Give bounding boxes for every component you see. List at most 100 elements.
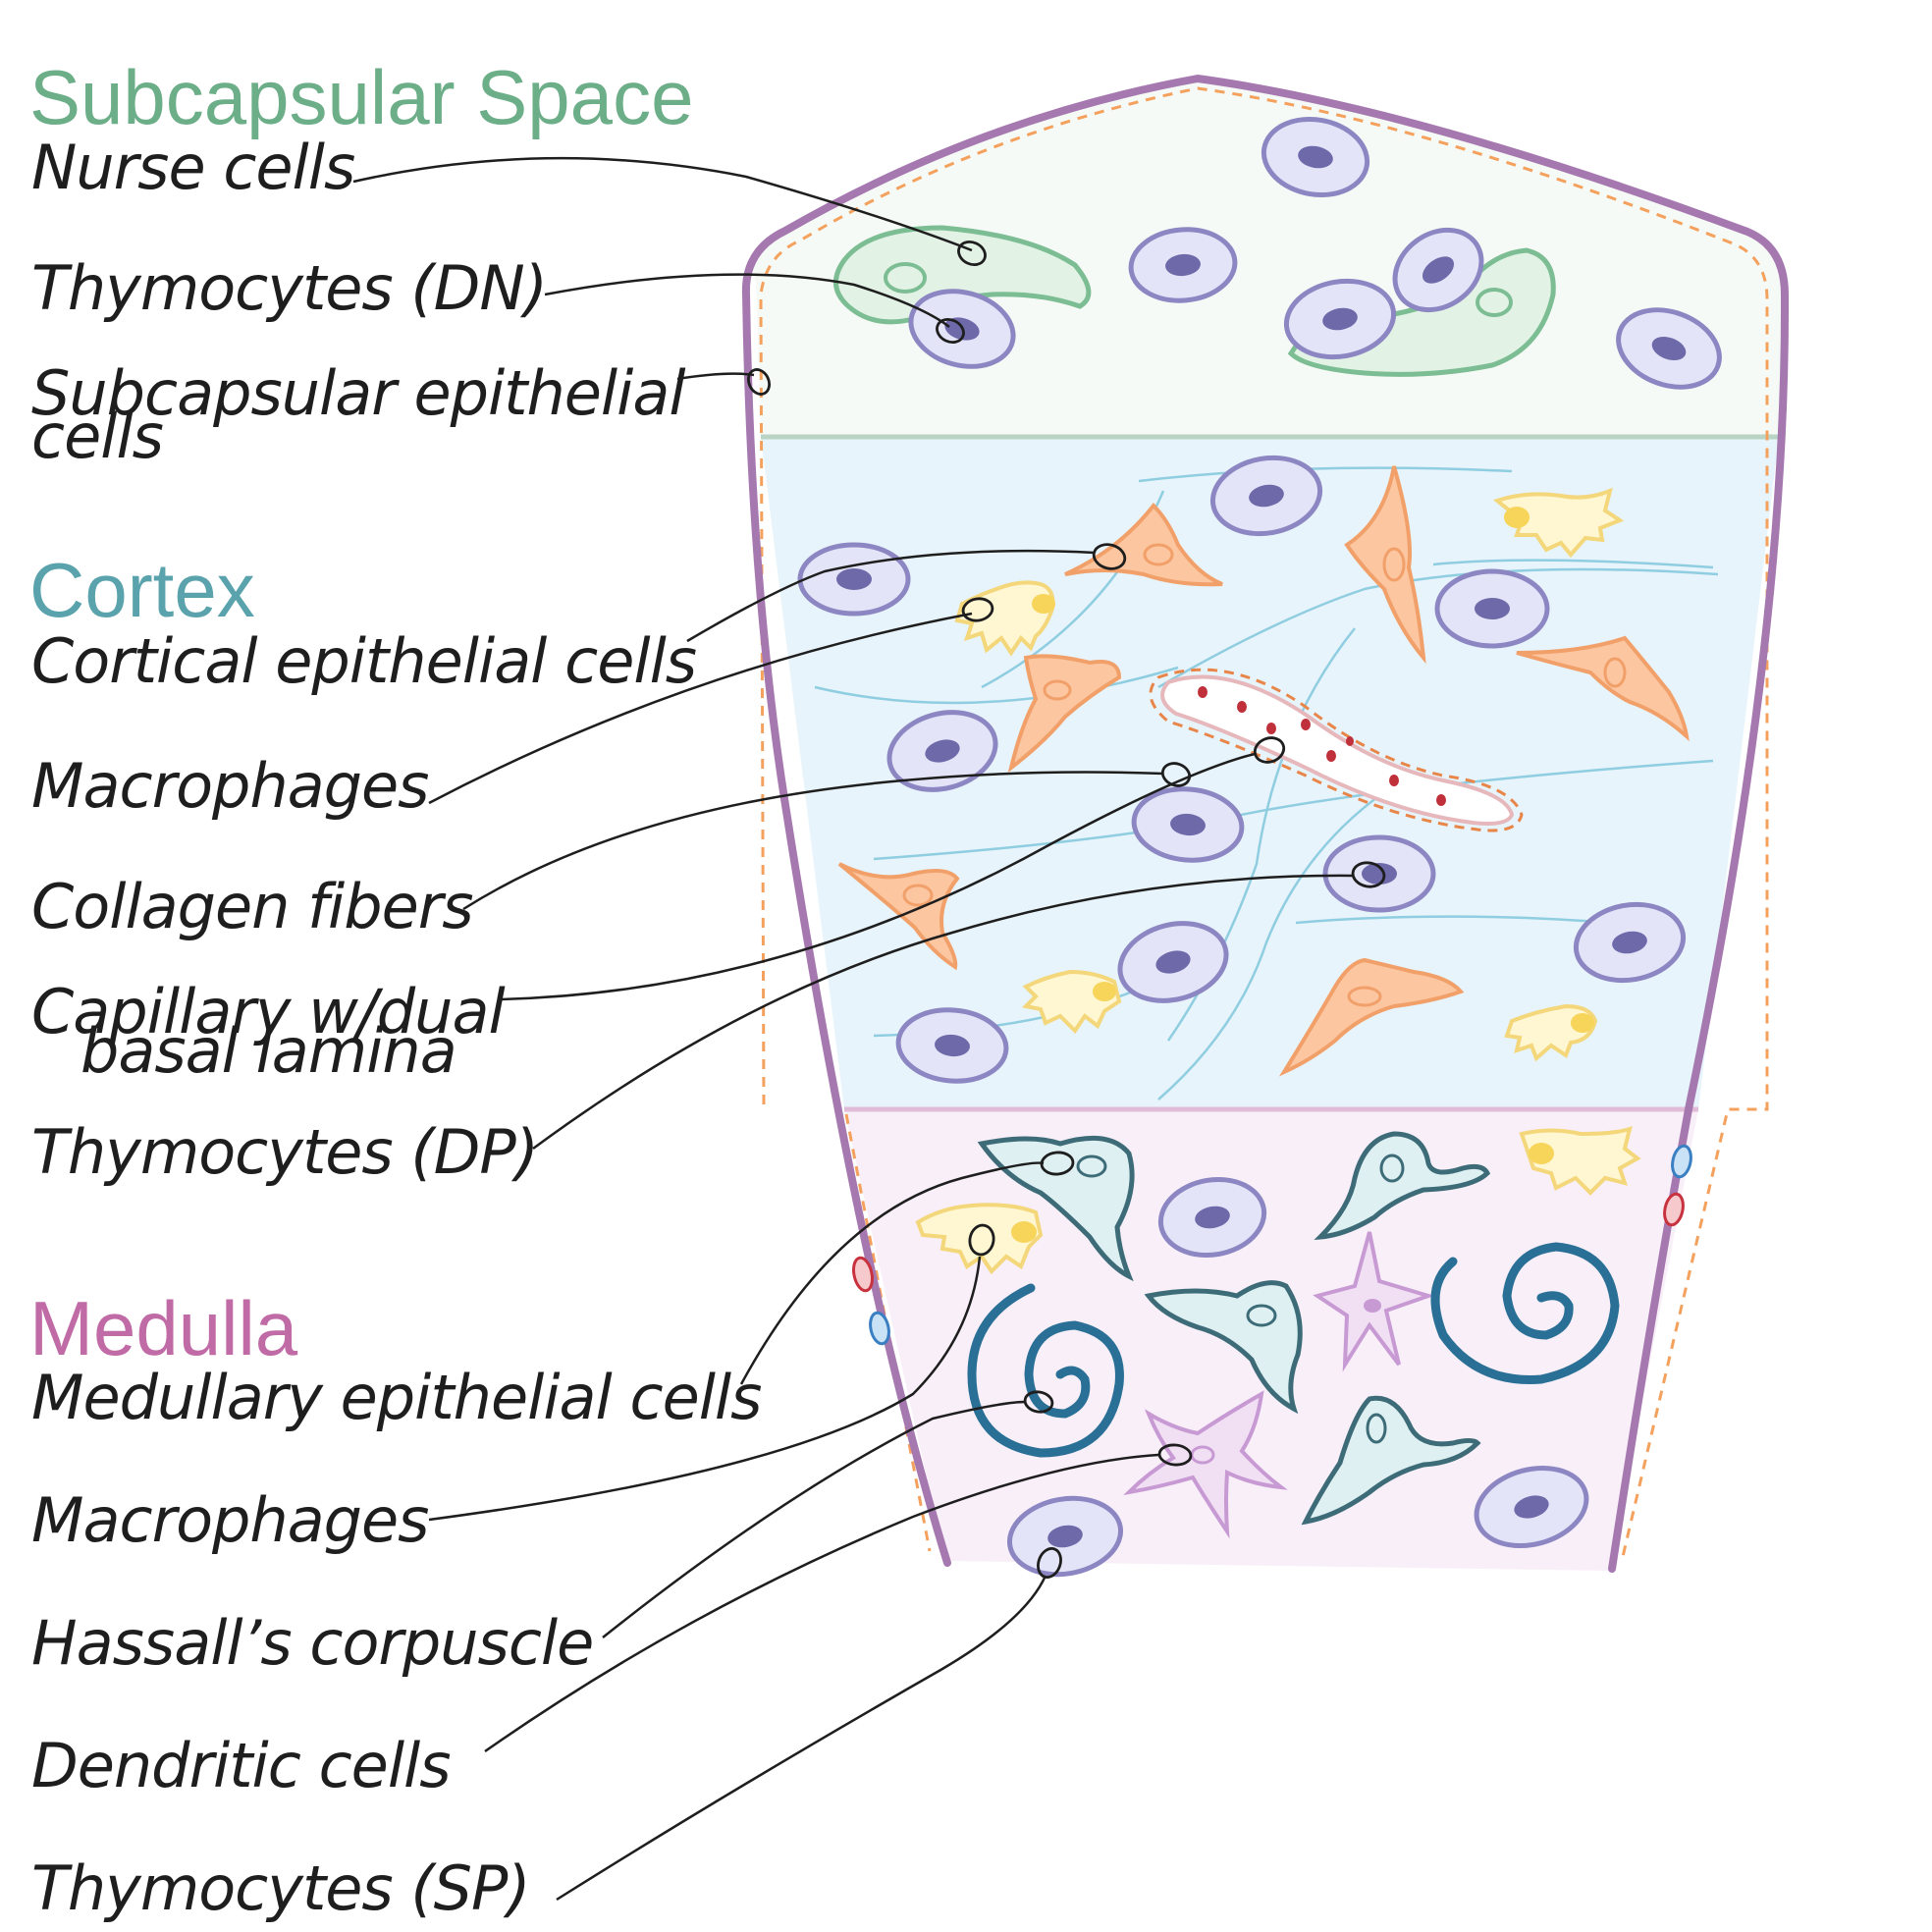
- red-blood-cells: [1198, 686, 1446, 806]
- label-thymocytes-sp: Thymocytes (SP): [31, 1852, 530, 1924]
- venule: [852, 1256, 874, 1293]
- leader-thymocytes-dp: [532, 874, 1354, 1151]
- leader-thymocytes-dn: [544, 273, 950, 328]
- label-subcapsular-epithelial-1: Subcapsular epithelial: [31, 357, 685, 429]
- thymocyte: [1616, 307, 1722, 390]
- thymocyte: [1392, 227, 1484, 313]
- cortex-title: Cortex: [29, 547, 255, 633]
- macrophage: [915, 1203, 1044, 1275]
- pointer-thymocytes-sp: [1037, 1547, 1062, 1579]
- pointer-macrophages-cortex: [961, 597, 994, 622]
- arteriole: [869, 1311, 890, 1346]
- medullary-epithelial-cell: [977, 1135, 1135, 1282]
- medulla-title: Medulla: [29, 1285, 298, 1371]
- subcapsular-epithelial-layer-lower: [844, 1113, 932, 1552]
- label-macrophages-medulla: Macrophages: [31, 1484, 428, 1556]
- thymocyte-nucleus: [1612, 931, 1647, 954]
- section-titles: Subcapsular Space Cortex Medulla: [29, 54, 693, 1371]
- thymocyte-nucleus: [1165, 253, 1201, 277]
- leader-medullary-epithelial: [739, 1161, 1045, 1385]
- pointer-capillary: [1253, 736, 1286, 764]
- leader-collagen-fibers: [462, 771, 1164, 911]
- nurse-cell: [833, 225, 1092, 325]
- thymocyte-nucleus: [1195, 1206, 1230, 1229]
- label-nurse-cells: Nurse cells: [31, 132, 354, 203]
- label-hassalls-corpuscle: Hassall’s corpuscle: [31, 1607, 593, 1679]
- cortical-epithelial-cell: [1516, 635, 1690, 742]
- thymocyte-nucleus: [1249, 484, 1284, 508]
- thymocyte: [1131, 786, 1245, 863]
- medullary-epithelial-cell: [1314, 1131, 1491, 1241]
- thymocyte-nucleus: [1475, 598, 1510, 619]
- leader-subcapsular-epithelial: [676, 372, 755, 381]
- label-capillary-2: basal lamina: [80, 1015, 456, 1087]
- thymocyte-nucleus: [1422, 256, 1455, 284]
- thymocyte: [1283, 278, 1397, 360]
- thymocytes: [797, 116, 1722, 1578]
- capillary-outer-lamina: [1149, 668, 1524, 832]
- label-capillary-1: Capillary w/dual: [31, 976, 505, 1047]
- medullary-vessels: [852, 1144, 1692, 1346]
- capillary-lumen: [1160, 674, 1515, 826]
- leader-thymocytes-sp: [556, 1575, 1047, 1902]
- label-cortical-epithelial: Cortical epithelial cells: [31, 625, 696, 697]
- thymocyte: [1117, 921, 1229, 1003]
- thymocyte-nucleus: [1362, 863, 1397, 885]
- thymocyte-nucleus: [836, 568, 872, 590]
- thymocyte: [1434, 568, 1550, 649]
- leader-lines: [352, 156, 1386, 1902]
- leader-hassalls-corpuscle: [602, 1400, 1027, 1638]
- thymocyte: [1261, 116, 1370, 198]
- thymocyte-nucleus: [1514, 1495, 1549, 1519]
- cortical-epithelial-cell: [1007, 654, 1122, 774]
- label-collagen-fibers: Collagen fibers: [31, 871, 473, 942]
- thymocyte: [1573, 901, 1687, 984]
- leader-capillary: [500, 752, 1256, 1001]
- thymocyte: [1474, 1465, 1589, 1549]
- thymocyte: [895, 1007, 1009, 1084]
- pointer-thymocytes-dp: [1351, 861, 1386, 888]
- cortical-epithelial-cell: [1064, 502, 1223, 587]
- leader-cortical-epithelial: [686, 549, 1096, 643]
- macrophage: [1519, 1125, 1641, 1196]
- medullary-epithelial-cell: [1144, 1280, 1303, 1415]
- thymocyte: [1128, 227, 1238, 303]
- label-subcapsular-epithelial-2: cells: [31, 401, 163, 472]
- capsule: [741, 74, 1790, 1573]
- label-medullary-epithelial: Medullary epithelial cells: [31, 1362, 761, 1433]
- thymocyte: [1006, 1495, 1124, 1578]
- medullary-epithelial-cells: [977, 1131, 1491, 1526]
- pointer-medullary-epithelial: [1040, 1151, 1075, 1176]
- thymocyte: [797, 542, 911, 617]
- thymocyte-nucleus: [1170, 813, 1206, 836]
- arteriole: [1671, 1144, 1692, 1179]
- label-macrophages-cortex: Macrophages: [31, 750, 428, 822]
- hassalls-corpuscle: [1430, 1242, 1620, 1384]
- pointer-dendritic-cells: [1157, 1443, 1193, 1467]
- thymocyte: [1157, 1176, 1267, 1259]
- hassalls-corpuscles: [967, 1242, 1620, 1458]
- label-dendritic-cells: Dendritic cells: [31, 1730, 451, 1801]
- leader-macrophages-medulla: [428, 1256, 982, 1522]
- label-thymocytes-dn: Thymocytes (DN): [31, 252, 547, 324]
- subcapsular-space-title: Subcapsular Space: [29, 54, 693, 140]
- thymocyte-nucleus: [1155, 950, 1191, 974]
- capillary: [1149, 668, 1524, 832]
- hassalls-corpuscle: [967, 1283, 1124, 1458]
- venule: [1663, 1192, 1685, 1227]
- thymocyte-nucleus: [925, 739, 960, 763]
- leader-dendritic-cells: [484, 1453, 1159, 1753]
- pointer-thymocytes-dn: [936, 318, 965, 344]
- cortical-epithelial-cell: [1278, 957, 1465, 1077]
- label-thymocytes-dp: Thymocytes (DP): [31, 1116, 538, 1188]
- medullary-epithelial-cell: [1301, 1395, 1481, 1526]
- pointer-subcapsular-epithelial: [747, 368, 771, 396]
- thymocyte-nucleus: [1651, 336, 1687, 361]
- pointer-hassalls-corpuscle: [1023, 1390, 1054, 1414]
- cortical-epithelial-cells: [837, 465, 1690, 1077]
- thymocyte-nucleus: [1298, 145, 1333, 169]
- labels: Nurse cells Thymocytes (DN) Subcapsular …: [31, 132, 762, 1924]
- thymocyte: [886, 710, 998, 792]
- pointer-cortical-epithelial: [1092, 543, 1127, 570]
